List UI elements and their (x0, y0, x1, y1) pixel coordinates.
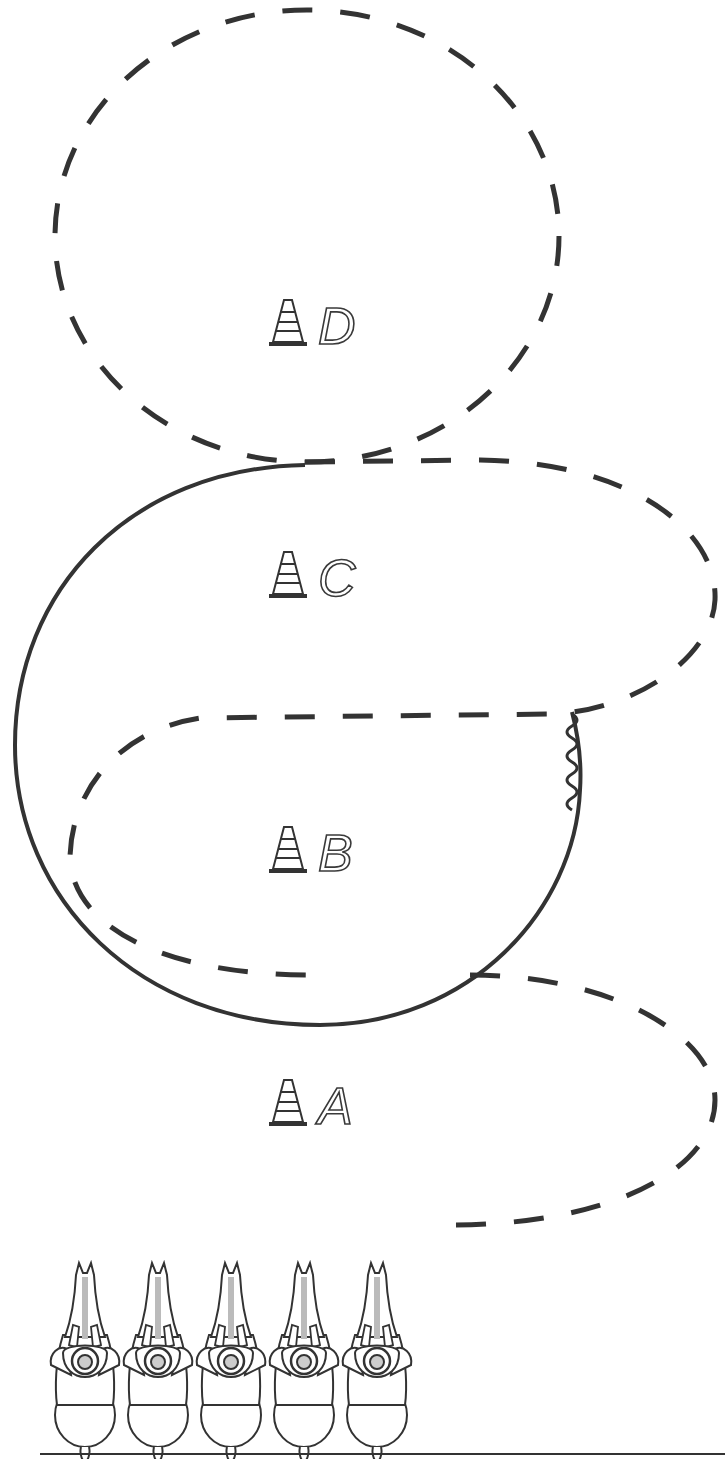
cone-letter: D (318, 300, 356, 352)
horse-rider (51, 1263, 120, 1459)
cone (269, 300, 307, 346)
cone (269, 827, 307, 873)
horse-rider (197, 1263, 266, 1459)
cone (269, 1080, 307, 1126)
cone (269, 552, 307, 598)
cone-letter: C (318, 552, 356, 604)
cone-letter: A (318, 1080, 353, 1132)
horse-rider (124, 1263, 193, 1459)
horse-rider (343, 1263, 412, 1459)
cone-letter: B (318, 827, 353, 879)
horse-rider (270, 1263, 339, 1459)
